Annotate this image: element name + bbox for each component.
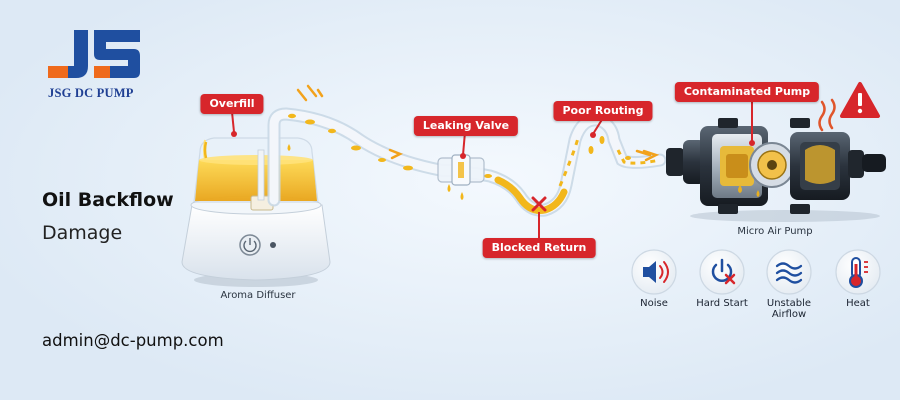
flow-arrow-icons <box>296 84 660 162</box>
warning-triangle-icon <box>840 82 880 118</box>
leader-overfill <box>231 111 235 133</box>
callout-contaminated-pump: Contaminated Pump <box>674 82 820 102</box>
blocked-x-icon <box>531 196 547 212</box>
page-subtitle: Damage <box>42 222 123 244</box>
oil-droplets <box>287 113 631 200</box>
callout-overfill: Overfill <box>200 94 264 114</box>
callout-poor-routing: Poor Routing <box>553 101 653 121</box>
symptom-label-heat: Heat <box>846 298 870 309</box>
callout-blocked-return: Blocked Return <box>482 238 596 258</box>
brand-name: JSG DC PUMP <box>48 86 134 100</box>
caption-micro-air-pump: Micro Air Pump <box>737 226 813 237</box>
caption-aroma-diffuser: Aroma Diffuser <box>220 290 296 301</box>
page-title: Oil Backflow <box>42 189 174 211</box>
symptom-label-unstable-airflow: Unstable Airflow <box>766 298 812 320</box>
callout-leaking-valve: Leaking Valve <box>413 116 519 136</box>
symptom-icon-heat <box>835 249 881 295</box>
brand-logo <box>48 30 140 78</box>
aroma-diffuser <box>181 137 331 287</box>
contact-email[interactable]: admin@dc-pump.com <box>42 331 224 350</box>
micro-air-pump <box>666 118 886 222</box>
symptom-label-noise: Noise <box>640 298 668 309</box>
symptom-icon-unstable-airflow <box>766 249 812 295</box>
oil-tubing <box>267 107 667 217</box>
heat-waves-icon <box>818 98 836 132</box>
symptom-label-hard-start: Hard Start <box>696 298 748 309</box>
symptom-icon-hard-start <box>699 249 745 295</box>
symptom-icon-noise <box>631 249 677 295</box>
valve <box>437 154 485 186</box>
